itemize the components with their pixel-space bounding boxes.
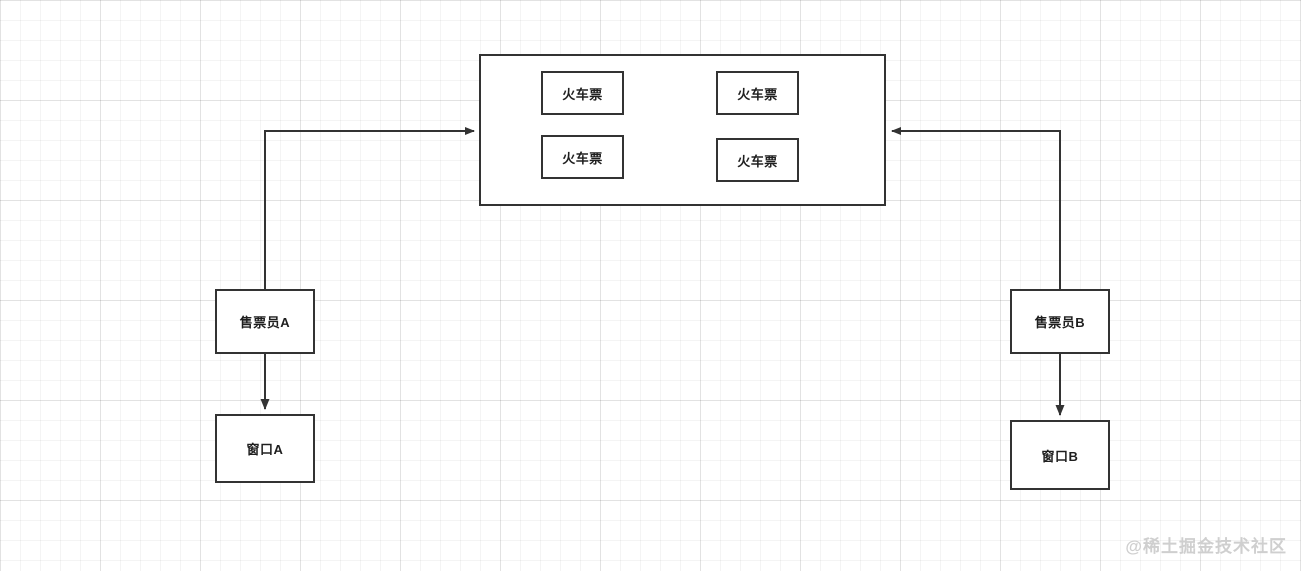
node-seller-a: 售票员A (215, 289, 315, 354)
node-window-b: 窗口B (1010, 420, 1110, 490)
node-seller-b: 售票员B (1010, 289, 1110, 354)
ticket-box-1: 火车票 (541, 71, 624, 115)
connector-seller-a-to-pool (264, 127, 475, 289)
ticket-box-4: 火车票 (716, 138, 799, 182)
node-window-a: 窗口A (215, 414, 315, 483)
connector-seller-b-to-pool (891, 127, 1061, 289)
ticket-box-2: 火车票 (716, 71, 799, 115)
ticket-box-3: 火车票 (541, 135, 624, 179)
watermark-text: @稀土掘金技术社区 (1125, 537, 1287, 556)
